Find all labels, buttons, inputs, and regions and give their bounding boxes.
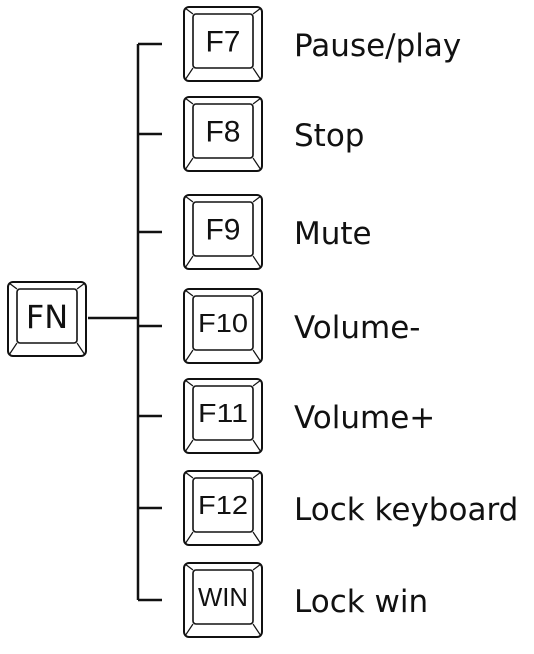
keycap-top [16,288,78,344]
keycap-bevel [184,471,194,479]
keycap-bevel [252,623,262,637]
key-label-f9: F9 [205,214,240,247]
keycap-bevel [184,7,194,15]
function-label: Volume+ [294,400,435,436]
key-label-f12: F12 [198,490,248,520]
keycap-bevel [252,255,262,269]
keycap-bevel [184,349,194,363]
key-label-f10: F10 [198,308,248,338]
fn-keycap: FN [7,281,87,357]
keycap-top [192,477,254,533]
keycap-bevel [252,97,262,105]
fn-key-label: FN [26,298,68,336]
keycap-bevel [8,342,18,356]
keycap-top [192,295,254,351]
function-label: Stop [294,118,364,154]
keycap-bevel [184,97,194,105]
shortcut-row-keycap: F8 [183,96,263,172]
keycap-bevel [252,195,262,203]
keycap-top [192,385,254,441]
keycap-bevel [184,379,194,387]
keycap-top [192,13,254,69]
keycap-bevel [184,531,194,545]
function-label: Lock win [294,584,428,620]
keycap-bevel [252,531,262,545]
keycap-bevel [184,157,194,171]
keycap-top [192,103,254,159]
shortcut-row-keycap: WIN [183,562,263,638]
keycap-bevel [252,67,262,81]
keycap-bevel [184,623,194,637]
function-label: Volume- [294,310,420,346]
key-label-f7: F7 [205,26,240,59]
keycap-bevel [252,289,262,297]
shortcut-row-keycap: F11 [183,378,263,454]
function-label: Pause/play [294,28,461,64]
key-label-f8: F8 [205,116,240,149]
keycap-bevel [76,342,86,356]
function-label: Mute [294,216,372,252]
shortcut-row-keycap: F9 [183,194,263,270]
keycap-top [192,569,254,625]
keycap-bevel [184,439,194,453]
keycap-bevel [184,563,194,571]
keycap-bevel [76,282,86,290]
connector-tree [88,42,162,602]
keycap-bevel [252,157,262,171]
keycap-bevel [252,379,262,387]
keycap-bevel [184,67,194,81]
shortcut-row-keycap: F12 [183,470,263,546]
keycap-bevel [252,349,262,363]
key-label-f11: F11 [198,398,248,428]
shortcut-row-keycap: F10 [183,288,263,364]
keycap-bevel [252,471,262,479]
shortcut-row-keycap: F7 [183,6,263,82]
keycap-bevel [252,563,262,571]
keycap-bevel [252,7,262,15]
keycap-bevel [252,439,262,453]
function-label: Lock keyboard [294,492,518,528]
keycap-bevel [184,255,194,269]
keycap-bevel [8,282,18,290]
keycap-bevel [184,195,194,203]
key-label-win: WIN [198,582,248,612]
keycap-bevel [184,289,194,297]
keycap-top [192,201,254,257]
